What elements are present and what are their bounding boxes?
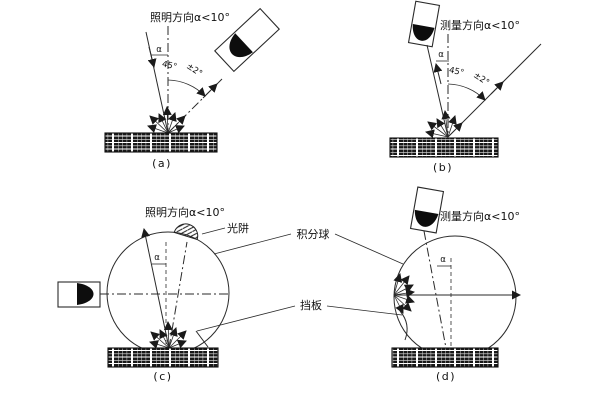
sample-surface: [391, 347, 499, 368]
baffle: [195, 330, 209, 348]
integrating-sphere-leader-right: [334, 233, 404, 265]
light-trap-leader: [201, 227, 226, 235]
illumination-45-arrow: [490, 81, 504, 95]
panel-a-caption: (a): [152, 157, 172, 170]
integrating-sphere-label: 积分球: [297, 227, 330, 241]
baffle-leader-right: [326, 305, 403, 316]
light-trap-icon: [173, 223, 199, 241]
panel-c-caption: (c): [153, 370, 172, 383]
baffle-leader-left: [196, 305, 296, 332]
alpha-label: α: [438, 50, 444, 60]
integrating-sphere-outline: [393, 235, 517, 348]
angle-arc: [447, 83, 486, 101]
panel-b-title: 测量方向α<10°: [440, 18, 520, 32]
alpha-label: α: [154, 253, 160, 263]
scattered-light-arrows: [147, 106, 186, 134]
angle-45-label: 45°: [448, 66, 465, 79]
panel-b: 测量方向α<10° α 45° ±2° (b): [389, 0, 542, 174]
illumination-arrow: [147, 46, 157, 68]
sample-surface: [107, 347, 219, 368]
specular-line: [168, 241, 188, 349]
alpha-label: α: [156, 45, 162, 55]
panel-a-title: 照明方向α<10°: [150, 10, 230, 24]
detector-icon: [214, 7, 280, 73]
integrating-sphere-leader-left: [213, 233, 292, 255]
angle-tolerance-label: ±2°: [471, 71, 491, 89]
lamp-icon: [57, 281, 101, 308]
sample-surface: [389, 137, 499, 158]
baffle: [399, 310, 408, 341]
alpha-label: α: [440, 255, 446, 265]
angle-45-label: 45°: [161, 60, 178, 73]
detector-icon: [407, 0, 441, 48]
scattered-light-arrows: [425, 110, 463, 139]
diffuse-light-arrows: [393, 273, 415, 314]
measurement-line: [423, 230, 447, 349]
integrating-sphere-outline: [106, 231, 230, 348]
light-trap-label: 光阱: [227, 221, 249, 235]
angle-arc: [167, 79, 206, 97]
panel-d-title: 测量方向α<10°: [440, 209, 520, 223]
measurement-arrow: [433, 63, 443, 85]
panel-c-title: 照明方向α<10°: [145, 205, 225, 219]
shared-callouts: 积分球 挡板: [196, 227, 404, 332]
panel-d-caption: (d): [436, 370, 456, 383]
panel-a: 照明方向α<10° α 45° ±2°: [104, 7, 280, 170]
detector-icon: [409, 186, 445, 234]
panel-d: 测量方向α<10° α (d): [391, 186, 521, 383]
illumination-line: [141, 228, 170, 349]
baffle-label: 挡板: [300, 298, 322, 312]
panel-b-caption: (b): [433, 161, 453, 174]
panel-c: 照明方向α<10° α 光阱: [57, 205, 249, 383]
scattered-light-arrows: [149, 321, 187, 349]
sample-surface: [104, 132, 218, 153]
angle-tolerance-label: ±2°: [184, 62, 204, 80]
